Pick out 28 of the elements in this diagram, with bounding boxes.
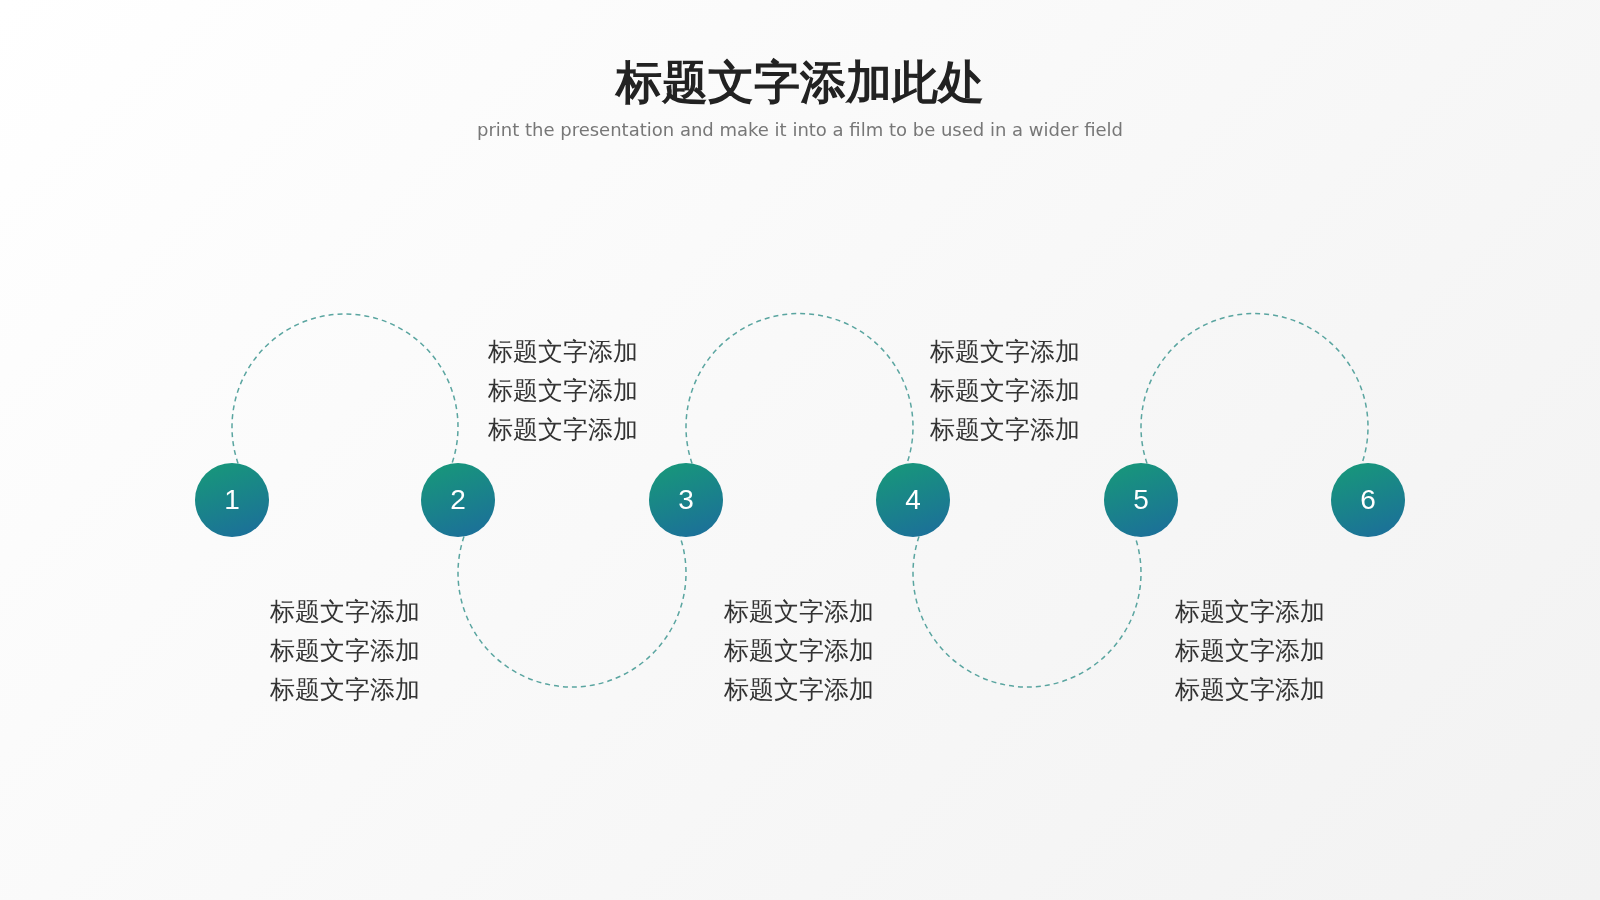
dashed-arc [1140,312,1369,465]
text-line: 标题文字添加 [270,596,420,628]
step-circle: 4 [876,463,950,537]
text-line: 标题文字添加 [1175,635,1325,667]
text-line: 标题文字添加 [724,674,874,706]
step-circle: 2 [421,463,495,537]
text-line: 标题文字添加 [488,336,638,368]
step-circle: 1 [195,463,269,537]
title: 标题文字添加此处 [614,54,985,111]
step-circle: 3 [649,463,723,537]
text-line: 标题文字添加 [724,596,874,628]
text-line: 标题文字添加 [270,635,420,667]
text-line: 标题文字添加 [930,414,1080,446]
step-circle: 5 [1104,463,1178,537]
text-line: 标题文字添加 [488,375,638,407]
text-line: 标题文字添加 [1175,674,1325,706]
text-line: 标题文字添加 [930,336,1080,368]
dashed-arc [457,535,687,688]
dashed-arc [685,312,914,465]
text-line: 标题文字添加 [1175,596,1325,628]
step-circle: 6 [1331,463,1405,537]
text-line: 标题文字添加 [270,674,420,706]
dashed-arc [231,313,459,465]
text-line: 标题文字添加 [930,375,1080,407]
text-line: 标题文字添加 [488,414,638,446]
text-line: 标题文字添加 [724,635,874,667]
dashed-arc [912,535,1142,688]
subtitle: print the presentation and make it into a film to be used in a wider field [476,118,1124,142]
